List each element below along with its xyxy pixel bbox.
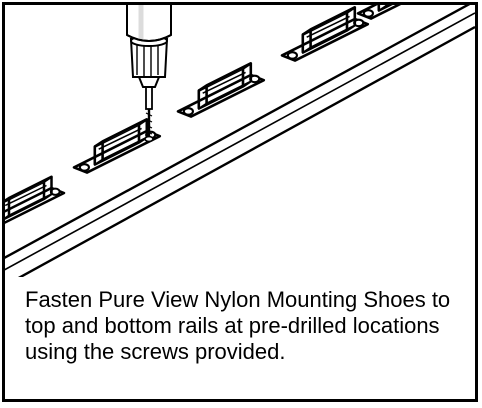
instruction-panel: Fasten Pure View Nylon Mounting Shoes to…: [2, 2, 478, 402]
rail: [5, 5, 475, 277]
screw: [144, 107, 154, 143]
mounting-shoe: [176, 62, 266, 118]
mounting-shoe: [72, 118, 162, 174]
mounting-shoe: [5, 175, 66, 230]
screwdriver: [126, 5, 172, 110]
mounting-shoe: [280, 6, 370, 62]
instruction-text: Fasten Pure View Nylon Mounting Shoes to…: [25, 287, 451, 364]
installation-illustration: [5, 5, 475, 277]
mounting-shoe: [356, 5, 446, 20]
